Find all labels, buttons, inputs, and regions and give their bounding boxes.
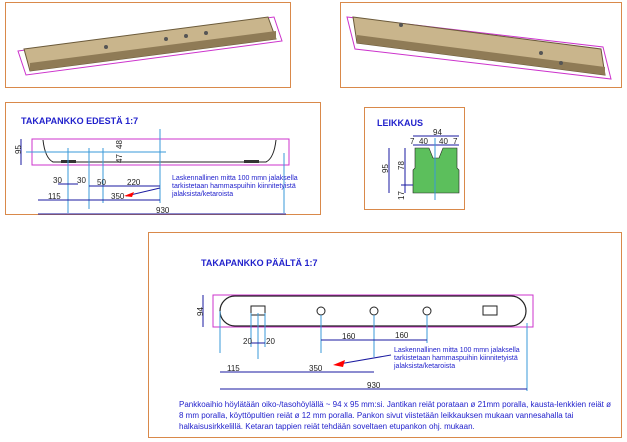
dim-20b: 20: [266, 337, 275, 346]
dim-115: 115: [227, 364, 240, 373]
front-view-drawing: TAKAPANKKO EDESTÄ 1:7 95 48 47 30 30 50 …: [14, 116, 298, 215]
dim-20a: 20: [243, 337, 252, 346]
dim-930: 930: [156, 206, 170, 215]
note-line: Laskennallinen mitta 100 mmn jalaksella: [394, 347, 520, 354]
dim-40b: 40: [439, 137, 448, 146]
note-line: tarkistetaan hammaspuihin kiinnitetyistä: [172, 183, 296, 190]
dim-220: 220: [127, 178, 141, 187]
dim-17: 17: [397, 191, 406, 200]
dim-94: 94: [433, 128, 442, 137]
note-line: Laskennallinen mitta 100 mmn jalaksella: [172, 175, 298, 182]
front-view-panel: TAKAPANKKO EDESTÄ 1:7 95 48 47 30 30 50 …: [5, 102, 321, 215]
section-title: LEIKKAUS: [377, 118, 423, 128]
section-view-panel: LEIKKAUS 94 7 40 40 7 95 78 17: [364, 107, 465, 210]
section-drawing: LEIKKAUS 94 7 40 40 7 95 78 17: [377, 118, 460, 200]
3d-render-left: [17, 16, 283, 76]
dim-94: 94: [196, 307, 205, 316]
dim-78: 78: [397, 161, 406, 170]
dim-930: 930: [367, 381, 381, 390]
dim-30b: 30: [77, 176, 86, 185]
note-line: jalaksista/ketaroista: [393, 363, 455, 370]
dim-47: 47: [115, 154, 124, 163]
dim-160b: 160: [395, 331, 409, 340]
note-line: tarkistetaan hammaspuihin kiinnitetyistä: [394, 355, 518, 362]
3d-render-right: [346, 16, 612, 80]
top-view-title: TAKAPANKKO PÄÄLTÄ 1:7: [201, 258, 318, 268]
dim-95: 95: [14, 145, 23, 154]
front-view-title: TAKAPANKKO EDESTÄ 1:7: [21, 116, 138, 126]
dim-160a: 160: [342, 332, 356, 341]
dim-95: 95: [381, 164, 390, 173]
dim-350: 350: [111, 192, 125, 201]
3d-view-left: [5, 2, 291, 88]
top-view-drawing: TAKAPANKKO PÄÄLTÄ 1:7 94 20 20 160 160 1…: [196, 258, 534, 391]
note-line: jalaksista/ketaroista: [171, 191, 233, 198]
dim-40a: 40: [419, 137, 428, 146]
3d-view-right: [340, 2, 622, 88]
dim-350: 350: [309, 364, 323, 373]
dim-115: 115: [48, 192, 61, 201]
description-text: Pankkoaihio höylätään oiko-/tasohöylällä…: [179, 400, 612, 431]
dim-7a: 7: [410, 137, 415, 146]
top-view-panel: TAKAPANKKO PÄÄLTÄ 1:7 94 20 20 160 160 1…: [148, 232, 622, 438]
dim-30a: 30: [53, 176, 62, 185]
dim-50: 50: [97, 178, 106, 187]
dim-7b: 7: [453, 137, 458, 146]
dim-48: 48: [115, 140, 124, 149]
